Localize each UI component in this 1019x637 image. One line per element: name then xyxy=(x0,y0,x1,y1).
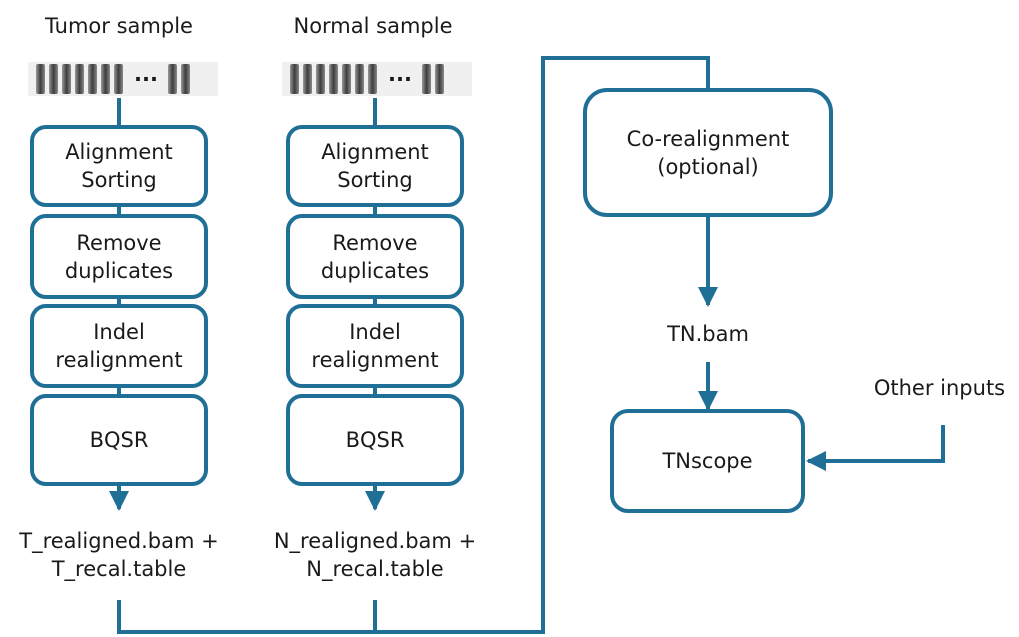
tumor-reads-ellipsis: ... xyxy=(134,62,158,86)
tumor-alignment-box xyxy=(30,125,208,207)
tumor-alignment-line2: Sorting xyxy=(81,168,157,192)
normal-alignment-label: Alignment Sorting xyxy=(288,127,462,205)
normal-output-line2: N_recal.table xyxy=(306,557,444,581)
normal-reads xyxy=(282,62,472,96)
tumor-indel-box xyxy=(30,304,208,388)
normal-alignment-line1: Alignment xyxy=(321,140,429,164)
normal-output-label: N_realigned.bam + N_recal.table xyxy=(256,512,494,598)
normal-reads-ellipsis: ... xyxy=(388,62,412,86)
tumor-indel-line2: realignment xyxy=(55,348,183,372)
tumor-output-line1: T_realigned.bam + xyxy=(19,529,219,553)
merge-connector xyxy=(117,56,710,634)
normal-dedup-box xyxy=(286,214,464,299)
other-inputs-label: Other inputs xyxy=(873,376,1006,400)
tnscope-text: TNscope xyxy=(662,449,753,473)
tumor-bqsr-label: BQSR xyxy=(32,396,206,484)
other-inputs-arrow xyxy=(806,425,945,471)
tumor-output-label: T_realigned.bam + T_recal.table xyxy=(0,512,238,598)
corealignment-line2: (optional) xyxy=(657,154,759,179)
tumor-dedup-line2: duplicates xyxy=(64,258,174,283)
tumor-reads xyxy=(28,62,218,96)
corealignment-label: Co-realignment (optional) xyxy=(585,90,831,215)
normal-indel-label: Indel realignment xyxy=(288,306,462,386)
tumor-bqsr-line1: BQSR xyxy=(89,428,149,452)
normal-title: Normal sample xyxy=(293,14,453,38)
normal-alignment-line2: Sorting xyxy=(337,168,413,192)
tumor-output-line2: T_recal.table xyxy=(51,557,187,581)
tnscope-label: TNscope xyxy=(612,411,803,511)
normal-output-line1: N_realigned.bam + xyxy=(273,529,477,553)
normal-indel-line1: Indel xyxy=(349,320,401,344)
tumor-alignment-label: Alignment Sorting xyxy=(32,127,206,205)
normal-dedup-line1: Remove xyxy=(332,230,418,255)
normal-indel-box xyxy=(286,304,464,388)
tumor-dedup-box xyxy=(30,214,208,299)
normal-dedup-line2: duplicates xyxy=(320,258,430,283)
tumor-alignment-line1: Alignment xyxy=(65,140,173,164)
tumor-dedup-line1: Remove xyxy=(76,230,162,255)
corealignment-line1: Co-realignment xyxy=(626,126,790,151)
tumor-indel-label: Indel realignment xyxy=(32,306,206,386)
normal-alignment-box xyxy=(286,125,464,207)
tumor-indel-line1: Indel xyxy=(93,320,145,344)
normal-bqsr-label: BQSR xyxy=(288,396,462,484)
tnscope-box xyxy=(610,409,805,513)
normal-indel-line2: realignment xyxy=(311,348,439,372)
normal-bqsr-line1: BQSR xyxy=(345,428,405,452)
normal-dedup-label: Remove duplicates xyxy=(288,216,462,297)
tumor-dedup-label: Remove duplicates xyxy=(32,216,206,297)
tumor-bqsr-box xyxy=(30,394,208,486)
normal-bqsr-box xyxy=(286,394,464,486)
tn-bam-label: TN.bam xyxy=(667,322,749,346)
tumor-title: Tumor sample xyxy=(45,14,193,38)
